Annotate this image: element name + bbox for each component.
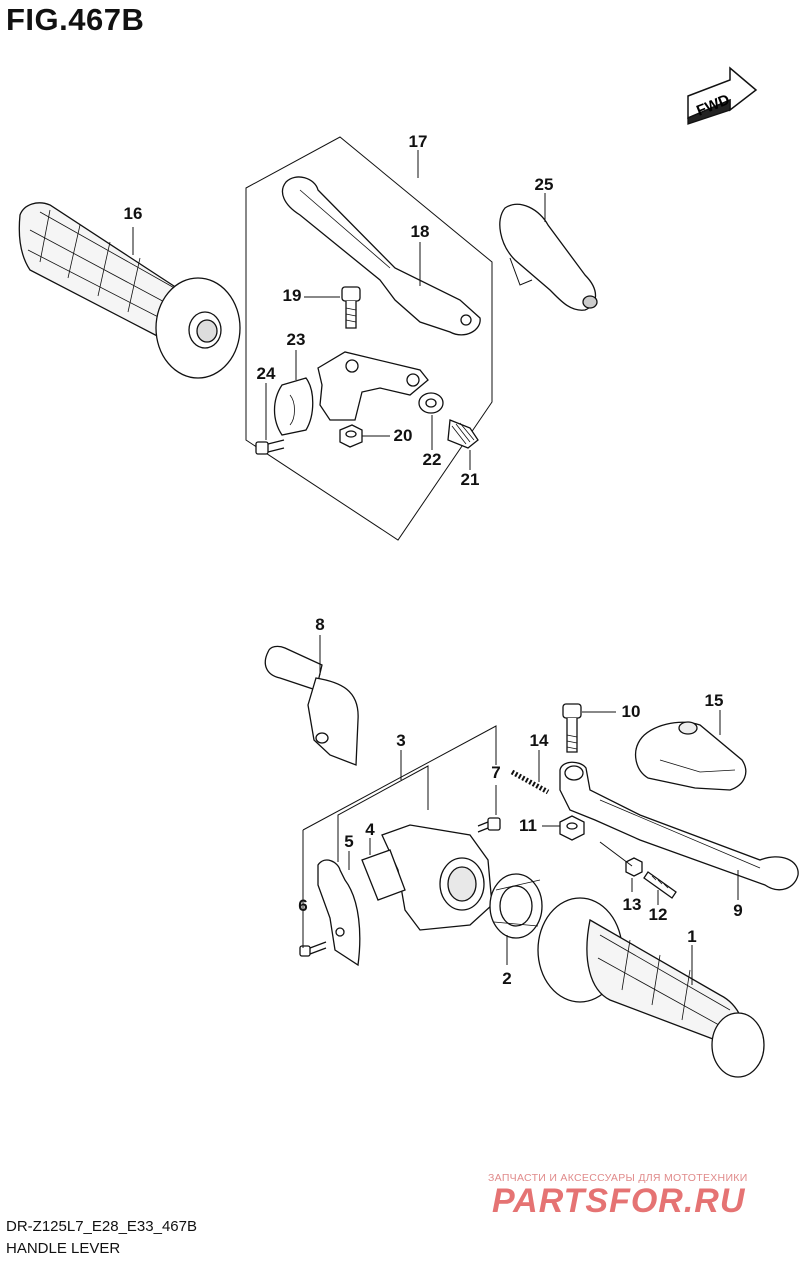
pivot-nut-part	[559, 815, 585, 841]
lever-holder-part	[317, 351, 429, 421]
left-grip-part	[18, 202, 241, 379]
callout-9: 9	[733, 901, 743, 920]
callout-18: 18	[410, 222, 430, 241]
clamp-bolt-part	[255, 439, 285, 455]
callout-21: 21	[460, 470, 480, 489]
model-code: DR-Z125L7_E28_E33_467B	[6, 1218, 197, 1235]
callout-20: 20	[393, 426, 413, 445]
cable-guide-part	[264, 645, 359, 766]
callout-15: 15	[704, 691, 724, 710]
callout-4: 4	[365, 820, 375, 839]
watermark-tagline: ЗАПЧАСТИ И АКСЕССУАРЫ ДЛЯ МОТОТЕХНИКИ	[488, 1172, 748, 1184]
callout-17: 17	[408, 132, 428, 151]
adjuster-nut-part	[625, 857, 643, 877]
leader-lines	[132, 150, 739, 985]
right-grip-part	[537, 897, 765, 1078]
brake-lever-cover-part	[634, 721, 747, 791]
holder-screw-part	[477, 817, 501, 833]
throttle-pulley-part	[489, 873, 543, 939]
locknut-part	[418, 392, 444, 414]
cable-adjuster-part	[447, 419, 479, 449]
callout-2: 2	[502, 969, 512, 988]
callout-11: 11	[519, 816, 537, 835]
callout-1: 1	[687, 927, 697, 946]
adjuster-bolt-part	[643, 871, 677, 899]
figure-title: FIG.467B	[6, 2, 145, 37]
pivot-bolt-part	[341, 286, 361, 329]
callout-5: 5	[344, 832, 354, 851]
callout-3: 3	[396, 731, 406, 750]
brake-lever-part	[559, 761, 799, 891]
callout-22: 22	[422, 450, 442, 469]
housing-cover-part	[317, 859, 361, 967]
diagram-caption: HANDLE LEVER	[6, 1240, 121, 1257]
throttle-housing-part	[361, 824, 493, 931]
callout-23: 23	[286, 330, 306, 349]
callout-19: 19	[282, 286, 302, 305]
spring-part	[510, 769, 550, 795]
callout-14: 14	[529, 731, 549, 750]
callout-12: 12	[648, 905, 668, 924]
callout-10: 10	[621, 702, 641, 721]
clamp-part	[273, 377, 314, 436]
callout-16: 16	[123, 204, 143, 223]
forward-arrow-icon	[687, 66, 758, 125]
lever-bolt-part	[562, 703, 582, 753]
callout-8: 8	[315, 615, 325, 634]
watermark-brand: PARTSFOR.RU	[492, 1182, 746, 1220]
callout-13: 13	[622, 895, 642, 914]
cover-screw-part	[299, 941, 327, 957]
callout-25: 25	[534, 175, 554, 194]
upper-group-outline	[245, 136, 493, 541]
nut-part	[339, 424, 363, 448]
callout-24: 24	[256, 364, 276, 383]
callout-7: 7	[491, 763, 501, 782]
lever-cover-part	[499, 203, 598, 311]
clutch-lever-part	[281, 176, 481, 336]
callout-6: 6	[298, 896, 308, 915]
